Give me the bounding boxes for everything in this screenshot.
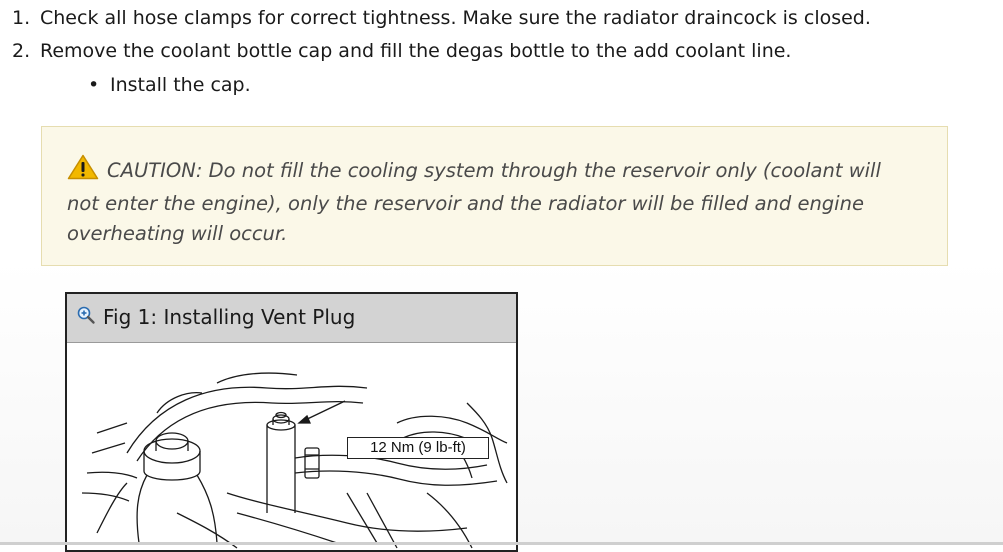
figure-header: Fig 1: Installing Vent Plug (67, 294, 516, 343)
figure-title[interactable]: Fig 1: Installing Vent Plug (103, 305, 356, 329)
step-text: Check all hose clamps for correct tightn… (40, 7, 871, 29)
step-1: 1. Check all hose clamps for correct tigh… (12, 6, 871, 30)
step-number: 2. (12, 40, 31, 62)
caution-text: CAUTION: Do not fill the cooling system … (67, 159, 881, 245)
substep-install-cap: • Install the cap. (88, 73, 251, 97)
step-text: Remove the coolant bottle cap and fill t… (40, 40, 792, 62)
caution-message: CAUTION: Do not fill the cooling system … (67, 154, 917, 249)
caution-box: CAUTION: Do not fill the cooling system … (41, 126, 948, 266)
step-2: 2. Remove the coolant bottle cap and fill… (12, 39, 791, 63)
step-number: 1. (12, 7, 31, 29)
figure-panel: Fig 1: Installing Vent Plug (65, 292, 518, 552)
page-bottom-divider (0, 542, 1003, 545)
magnifier-zoom-icon[interactable] (76, 305, 96, 329)
warning-triangle-icon (67, 154, 99, 189)
torque-callout: 12 Nm (9 lb-ft) (347, 437, 489, 459)
bullet-point: • (88, 74, 100, 96)
vent-plug-diagram: 12 Nm (9 lb-ft) (67, 343, 516, 550)
substep-text: Install the cap. (110, 74, 251, 96)
